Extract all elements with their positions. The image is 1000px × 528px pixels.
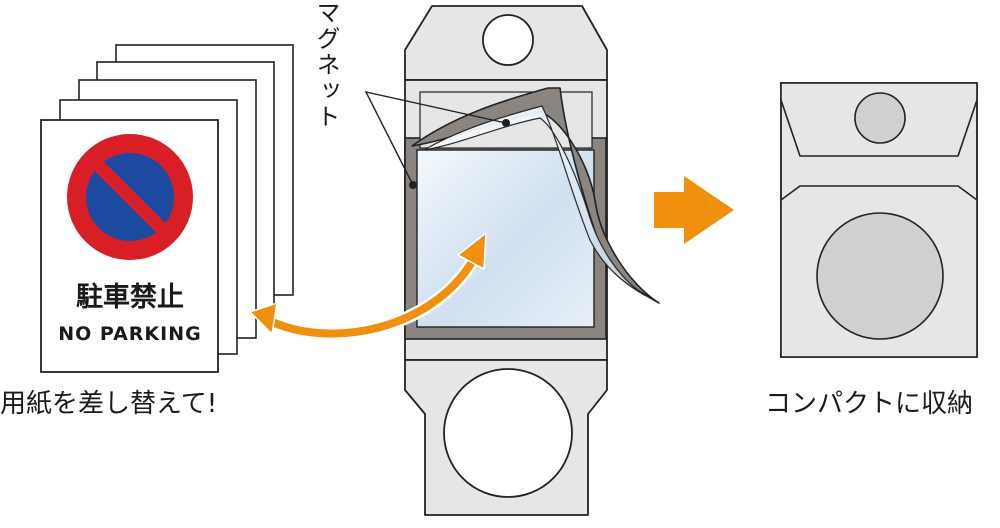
paper-stack: 駐車禁止 NO PARKING (40, 44, 294, 373)
magnet-leader-line (364, 90, 507, 186)
peeling-film-clear (423, 105, 647, 297)
hanging-hole-top (482, 14, 534, 66)
folded-hole-bottom (816, 212, 944, 340)
holder-open (404, 5, 660, 516)
right-arrow-icon (654, 176, 734, 244)
compact-storage-label: コンパクトに収納 (765, 389, 973, 419)
sign-title: 駐車禁止 (76, 282, 184, 313)
magnet-label: マグネット (312, 0, 340, 130)
swap-paper-label: 用紙を差し替えて! (0, 389, 217, 419)
hanging-hole-bottom (443, 368, 573, 498)
no-parking-sign-icon (67, 134, 193, 260)
sign-subtitle: NO PARKING (58, 323, 201, 345)
folded-hole-top (854, 92, 906, 144)
holder-folded (780, 82, 978, 358)
double-headed-curved-arrow-icon (248, 231, 487, 341)
